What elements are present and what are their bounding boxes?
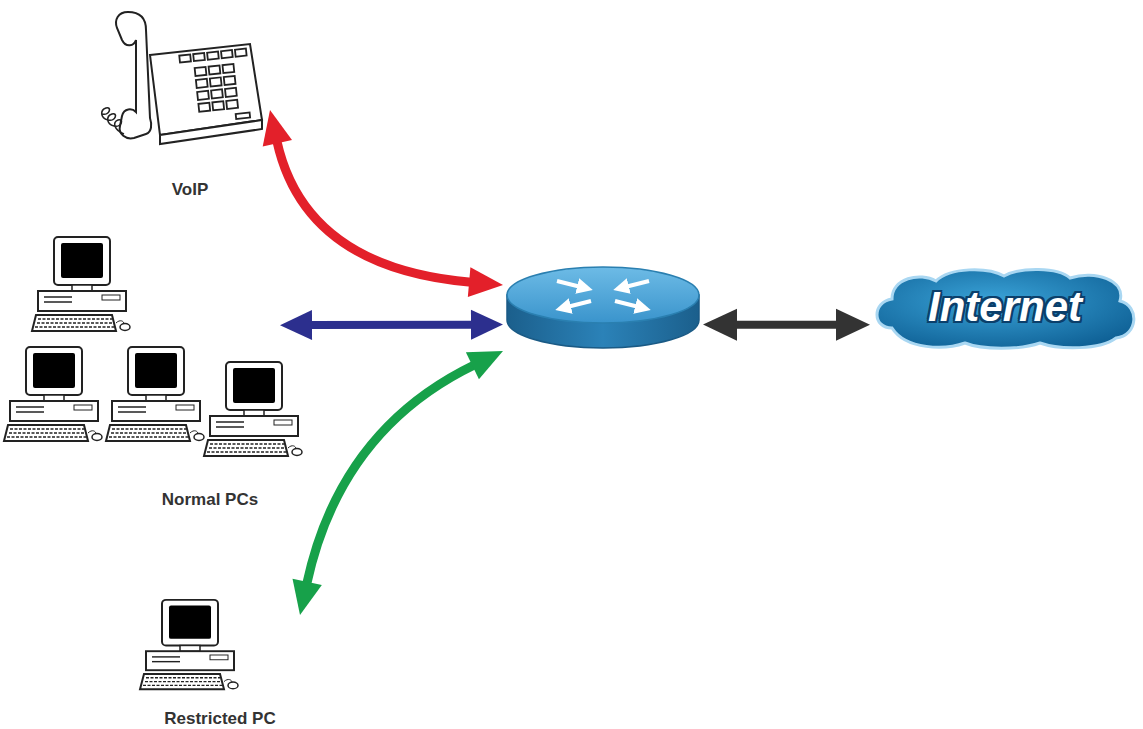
phone-icon: [102, 12, 262, 144]
connector-arrow: [293, 351, 503, 615]
restricted-pc-node: Restricted PC: [120, 595, 300, 729]
connector-line: [310, 321, 473, 329]
connector-arrow: [280, 310, 503, 340]
arrow-head: [280, 310, 312, 340]
node-label: VoIP: [110, 180, 270, 200]
router-shape: [503, 263, 703, 351]
connector-arrow: [263, 110, 503, 297]
arrow-head: [468, 267, 503, 297]
connector-line: [307, 365, 474, 584]
router-node: [503, 263, 703, 351]
pc-group-node: Normal PCs: [0, 230, 280, 510]
node-label: Internet: [870, 283, 1140, 331]
node-label: Normal PCs: [140, 490, 280, 510]
normal-pcs-icons: [4, 237, 302, 456]
arrow-head: [293, 579, 322, 615]
arrow-head: [703, 309, 737, 341]
internet-cloud: Internet: [870, 266, 1140, 350]
arrow-head: [263, 110, 292, 146]
arrow-head: [471, 310, 503, 340]
connector-line: [735, 321, 838, 329]
arrow-head: [836, 309, 870, 341]
node-label: Restricted PC: [140, 709, 300, 729]
arrow-head: [466, 351, 503, 379]
restricted-pc-icon: [140, 600, 238, 689]
connector-line: [277, 141, 471, 282]
connector-arrow: [703, 309, 870, 341]
phone-node: VoIP: [110, 0, 270, 200]
